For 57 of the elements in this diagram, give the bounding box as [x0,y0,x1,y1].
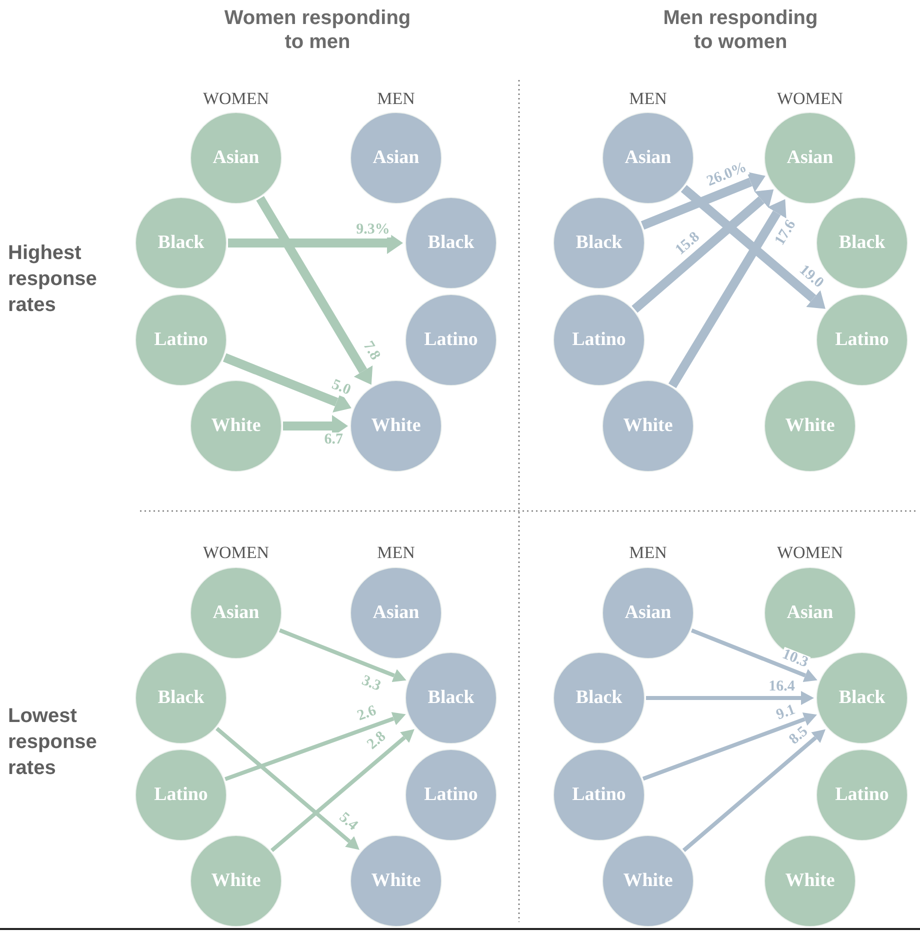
group-circle: White [764,380,856,472]
row-heading: Lowest response rates [8,704,98,781]
arrow [640,172,766,230]
arrow [278,628,406,682]
column-label: MEN [377,543,415,563]
column-label: MEN [377,89,415,109]
arrow [680,185,826,309]
group-circle: Black [135,197,227,289]
group-circle: Asian [602,112,694,204]
group-circle: Asian [350,567,442,659]
arrow [690,628,818,682]
group-circle: White [350,835,442,927]
column-label: WOMEN [776,543,844,563]
arrow [216,726,360,850]
arrow [642,712,817,781]
column-label: MEN [629,89,667,109]
column-heading: Women responding to men [223,6,412,54]
arrow [270,729,414,852]
group-circle: White [190,380,282,472]
group-circle: Latino [135,294,227,386]
group-circle: Black [405,652,497,744]
group-circle: White [764,835,856,927]
column-label: WOMEN [202,89,270,109]
group-circle: Black [135,652,227,744]
group-circle: Asian [350,112,442,204]
group-circle: White [602,835,694,927]
group-circle: White [602,380,694,472]
group-circle: Black [553,652,645,744]
edge-label: 9.3% [355,222,391,238]
row-heading: Highest response rates [8,241,98,318]
group-circle: Black [553,197,645,289]
group-circle: Asian [764,112,856,204]
arrow [224,712,406,781]
group-circle: Black [405,197,497,289]
group-circle: White [190,835,282,927]
column-label: WOMEN [202,543,270,563]
arrow [632,189,774,313]
group-circle: Latino [405,294,497,386]
arrow [256,196,373,385]
group-circle: Latino [816,749,908,841]
arrow [222,353,352,412]
group-circle: Asian [190,567,282,659]
column-label: WOMEN [776,89,844,109]
group-circle: Asian [602,567,694,659]
group-circle: Black [816,652,908,744]
group-circle: Latino [553,294,645,386]
group-circle: Latino [405,749,497,841]
column-heading: Men responding to women [662,6,819,54]
group-circle: White [350,380,442,472]
group-circle: Asian [190,112,282,204]
group-circle: Latino [553,749,645,841]
arrow [646,691,814,705]
arrow [668,199,786,388]
column-label: MEN [629,543,667,563]
group-circle: Latino [816,294,908,386]
group-circle: Latino [135,749,227,841]
arrow [682,729,826,852]
